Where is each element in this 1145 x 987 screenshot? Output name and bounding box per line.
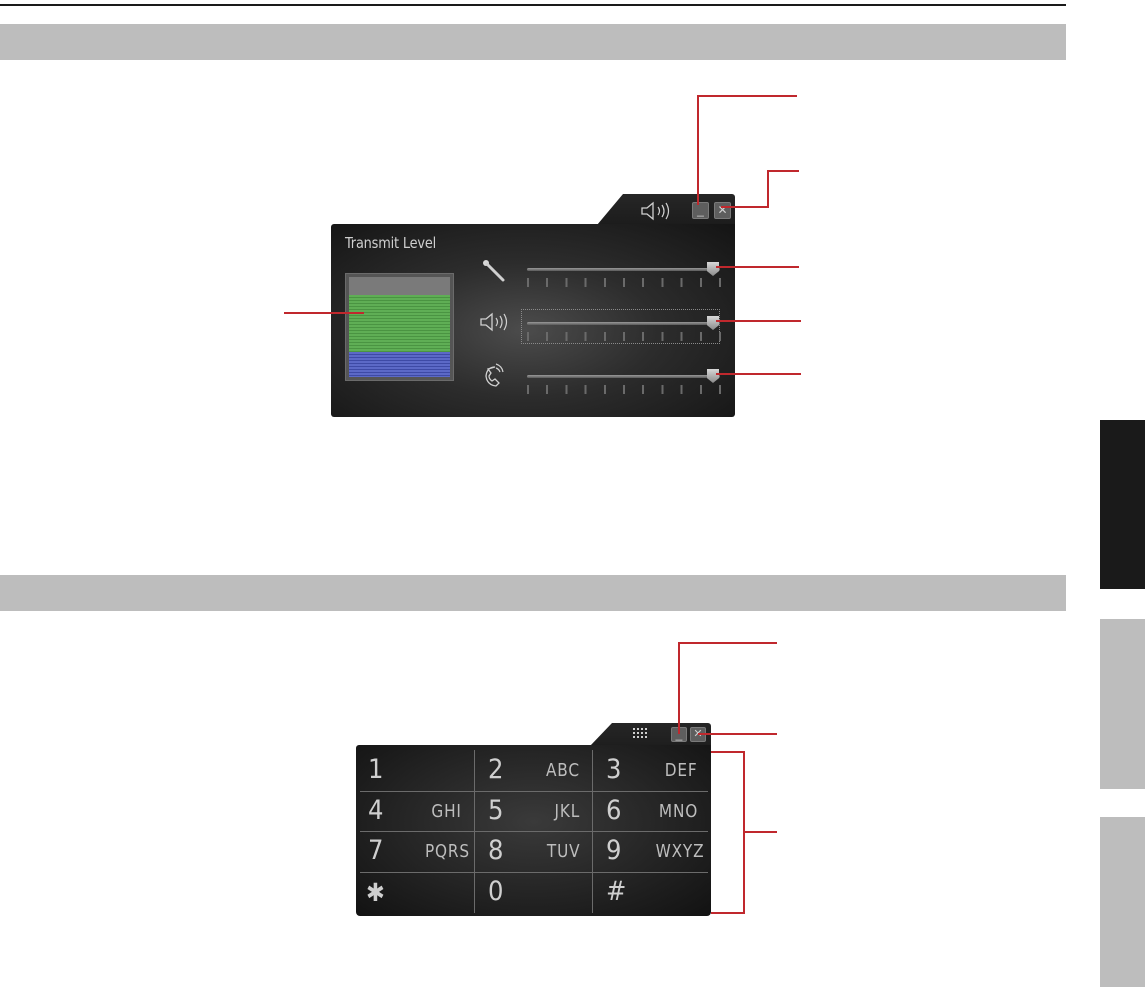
callout-minimize-h bbox=[697, 95, 797, 97]
speaker-icon bbox=[641, 201, 670, 221]
key-0[interactable]: 0 bbox=[476, 874, 592, 913]
key-3[interactable]: 3 DEF bbox=[594, 752, 708, 791]
minimize-icon: _ bbox=[697, 203, 704, 217]
key-star[interactable]: ✱ bbox=[360, 874, 474, 913]
microphone-slider-track[interactable] bbox=[527, 268, 720, 271]
top-rule bbox=[0, 4, 1066, 6]
minimize-icon: _ bbox=[675, 727, 683, 741]
key-letters: GHI bbox=[431, 801, 462, 822]
key-digit: 3 bbox=[606, 754, 622, 785]
callout-bracket-h bbox=[743, 831, 777, 833]
key-letters: MNO bbox=[658, 801, 698, 822]
key-9[interactable]: 9 WXYZ bbox=[594, 833, 708, 872]
side-tab-2 bbox=[1100, 619, 1145, 789]
speaker-slider-focus bbox=[521, 309, 720, 344]
key-letters: ABC bbox=[546, 760, 580, 781]
transmit-level-meter bbox=[345, 273, 454, 381]
close-button[interactable]: ✕ bbox=[714, 202, 731, 219]
ringer-icon bbox=[485, 363, 504, 387]
dial-keypad bbox=[356, 745, 711, 916]
callout-meter bbox=[284, 312, 364, 314]
key-letters: DEF bbox=[665, 760, 698, 781]
callout-speaker-slider bbox=[716, 320, 801, 322]
speaker-slider-thumb[interactable] bbox=[707, 316, 719, 330]
callout-ringer-slider bbox=[716, 373, 801, 375]
key-digit: 8 bbox=[488, 835, 504, 866]
callout-mic-slider bbox=[716, 266, 799, 268]
speaker-slider-ticks bbox=[527, 332, 721, 341]
section-header-bar-2 bbox=[0, 575, 1066, 611]
key-hash[interactable]: # bbox=[594, 874, 708, 913]
side-tab-active bbox=[1100, 420, 1145, 589]
side-tab-3 bbox=[1100, 817, 1145, 987]
ringer-slider-thumb[interactable] bbox=[707, 369, 719, 383]
ringer-slider-ticks bbox=[527, 385, 721, 394]
keypad-divider-h3 bbox=[360, 872, 708, 873]
callout-keypad-minimize-h bbox=[678, 642, 777, 644]
callout-close-h1 bbox=[721, 206, 769, 208]
callout-close-h2 bbox=[767, 170, 799, 172]
callout-minimize-v bbox=[697, 95, 699, 205]
key-digit: ✱ bbox=[366, 878, 385, 907]
key-digit: 0 bbox=[488, 876, 504, 907]
speaker-slider-track[interactable] bbox=[527, 322, 720, 325]
key-digit: 6 bbox=[606, 795, 622, 826]
microphone-icon bbox=[483, 260, 505, 282]
callout-bracket-bottom bbox=[711, 912, 745, 914]
key-letters: PQRS bbox=[424, 841, 470, 862]
key-2[interactable]: 2 ABC bbox=[476, 752, 592, 791]
callout-keypad-close bbox=[698, 733, 777, 735]
microphone-slider-thumb[interactable] bbox=[707, 262, 719, 276]
audio-panel-title-tab[interactable] bbox=[597, 194, 735, 225]
key-7[interactable]: 7 PQRS bbox=[360, 833, 474, 872]
keypad-divider-h1 bbox=[360, 791, 708, 792]
key-letters: JKL bbox=[554, 801, 580, 822]
key-digit: # bbox=[606, 876, 627, 907]
keypad-divider-h2 bbox=[360, 831, 708, 832]
callout-bracket-top bbox=[711, 751, 745, 753]
close-icon: ✕ bbox=[717, 203, 728, 217]
panel-title: Transmit Level bbox=[345, 234, 437, 252]
key-8[interactable]: 8 TUV bbox=[476, 833, 592, 872]
keypad-minimize-button[interactable]: _ bbox=[671, 727, 687, 742]
section-header-bar-1 bbox=[0, 24, 1066, 60]
key-4[interactable]: 4 GHI bbox=[360, 793, 474, 831]
key-letters: TUV bbox=[546, 841, 580, 862]
key-digit: 9 bbox=[606, 835, 622, 866]
key-1[interactable]: 1 bbox=[360, 752, 474, 791]
keypad-icon bbox=[633, 728, 647, 738]
key-digit: 1 bbox=[368, 754, 384, 785]
key-6[interactable]: 6 MNO bbox=[594, 793, 708, 831]
key-digit: 5 bbox=[488, 795, 504, 826]
key-letters: WXYZ bbox=[655, 841, 704, 862]
key-digit: 2 bbox=[488, 754, 504, 785]
meter-blue-bars bbox=[349, 352, 450, 377]
key-digit: 7 bbox=[368, 835, 384, 866]
minimize-button[interactable]: _ bbox=[692, 202, 709, 219]
callout-keypad-minimize-v bbox=[678, 642, 680, 734]
meter-green-bars bbox=[349, 295, 450, 352]
ringer-slider-track[interactable] bbox=[527, 375, 720, 378]
microphone-slider-ticks bbox=[527, 278, 721, 287]
callout-close-v bbox=[767, 170, 769, 208]
speaker-icon bbox=[480, 312, 508, 332]
key-5[interactable]: 5 JKL bbox=[476, 793, 592, 831]
meter-empty-region bbox=[349, 277, 450, 295]
key-digit: 4 bbox=[368, 795, 384, 826]
